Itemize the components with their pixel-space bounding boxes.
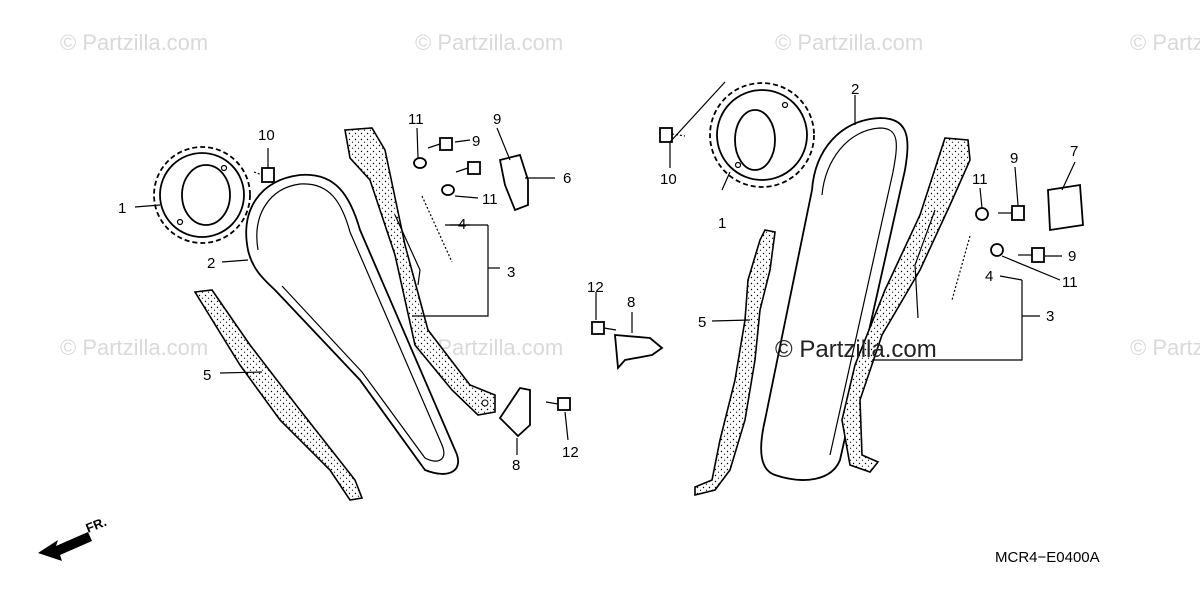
- chain-guide-right: [694, 229, 776, 497]
- callout-9: 9: [493, 111, 501, 128]
- bracket-8-upper: [614, 334, 664, 371]
- washer-11-right: [975, 207, 989, 221]
- front-label: FR.: [84, 514, 109, 536]
- callout-1-right: 1: [718, 215, 726, 232]
- callout-5: 5: [203, 367, 211, 384]
- cam-chain-right: [760, 117, 909, 481]
- guide-block-6: [498, 153, 529, 212]
- callout-3: 3: [507, 264, 515, 281]
- callout-12: 12: [587, 279, 604, 296]
- callout-8b: 8: [512, 457, 520, 474]
- bolt-9-left: [427, 137, 453, 151]
- callout-9b: 9: [472, 133, 480, 150]
- washer-11b-right: [990, 243, 1004, 257]
- cam-sprocket-right: [709, 82, 815, 188]
- callout-8: 8: [627, 294, 635, 311]
- callout-2: 2: [207, 255, 215, 272]
- callout-5-right: 5: [698, 314, 706, 331]
- bolt-9-right: [998, 205, 1025, 221]
- callout-7-right: 7: [1070, 143, 1078, 160]
- watermark: © Partz: [1130, 335, 1200, 360]
- callout-3-right: 3: [1046, 308, 1054, 325]
- watermark: © Partzilla.com: [775, 30, 923, 55]
- callout-4-right: 4: [985, 268, 993, 285]
- callout-11b: 11: [482, 191, 498, 208]
- bolt-12-lower: [545, 397, 571, 411]
- tensioner-spring-right: [951, 235, 971, 301]
- center-watermark: © Partzilla.com: [775, 336, 937, 363]
- chain-tensioner-right: [841, 137, 971, 473]
- bolt-10-left: [253, 167, 275, 183]
- callout-11-right: 11: [972, 171, 988, 188]
- chain-tensioner-left: [344, 127, 496, 416]
- bolt-9b-right: [1018, 247, 1045, 263]
- cam-chain-left: [245, 173, 460, 475]
- cam-sprocket-left: [153, 146, 251, 244]
- callout-10: 10: [258, 127, 275, 144]
- leader-lines: [134, 81, 1076, 455]
- callout-4: 4: [458, 216, 466, 233]
- callout-1: 1: [118, 200, 126, 217]
- washer-11-left: [413, 157, 427, 169]
- callout-10-right: 10: [660, 171, 677, 188]
- callout-12b: 12: [562, 444, 579, 461]
- front-arrow-icon: [38, 532, 92, 561]
- watermark: © Partz: [1130, 30, 1200, 55]
- callout-6: 6: [563, 170, 571, 187]
- watermark: © Partzilla.com: [415, 30, 563, 55]
- callout-2-right: 2: [851, 81, 859, 98]
- washer-11b-left: [441, 184, 455, 196]
- watermark: © Partzilla.com: [60, 335, 208, 360]
- bolt-10-right: [659, 127, 686, 143]
- tensioner-spring-left: [421, 195, 453, 263]
- bolt-9b-left: [455, 161, 481, 175]
- bolt-12-upper: [591, 321, 617, 335]
- diagram-code: MCR4−E0400A: [995, 549, 1100, 566]
- chain-guide-left: [193, 289, 364, 501]
- bracket-8-lower: [498, 386, 531, 438]
- watermark: © Partzilla.com: [60, 30, 208, 55]
- callout-11: 11: [408, 111, 424, 128]
- callout-9b-right: 9: [1068, 248, 1076, 265]
- callout-11b-right: 11: [1062, 274, 1078, 291]
- callout-9-right: 9: [1010, 150, 1018, 167]
- guide-block-7: [1047, 183, 1084, 232]
